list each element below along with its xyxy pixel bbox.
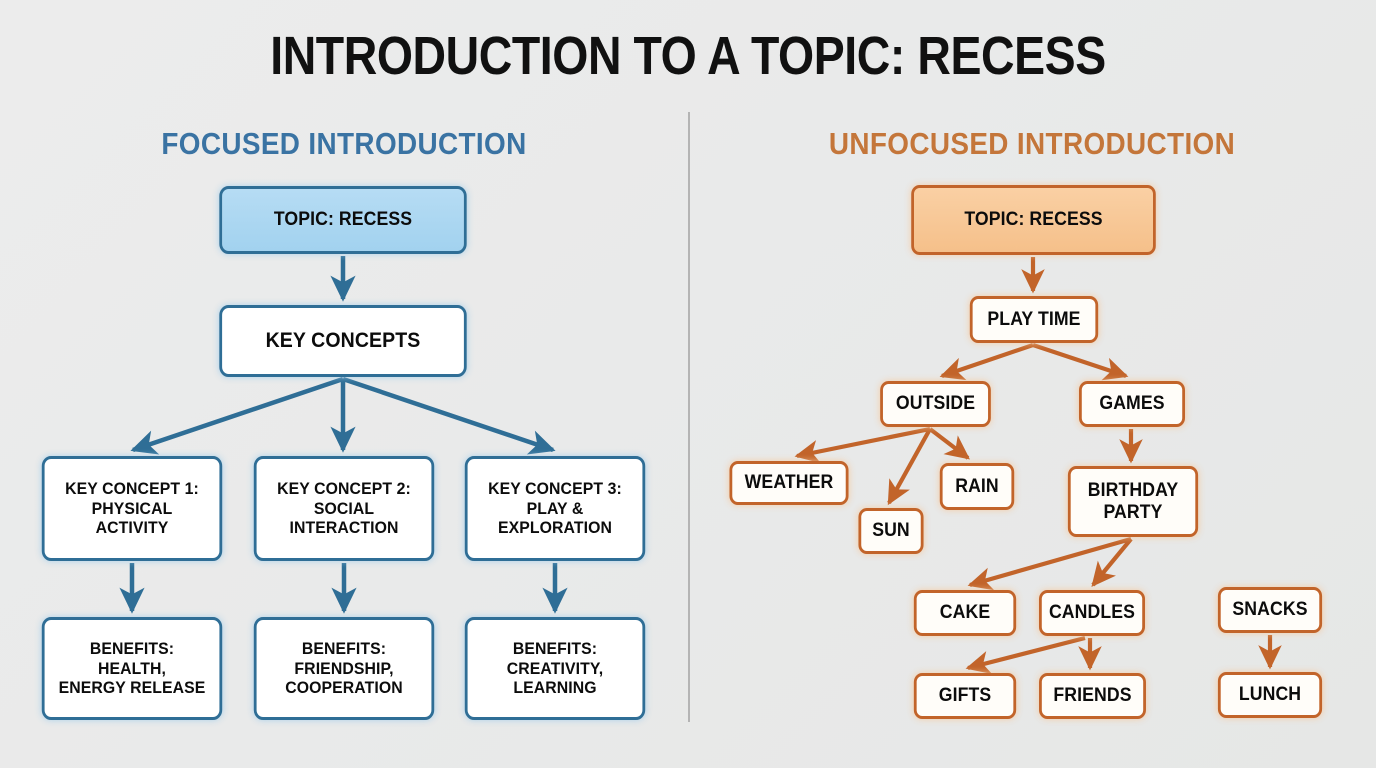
- node-key-concept-2[interactable]: KEY CONCEPT 2: SOCIAL INTERACTION: [253, 456, 435, 561]
- node-sun-label: SUN: [872, 520, 910, 542]
- right-column-header: UNFOCUSED INTRODUCTION: [828, 126, 1236, 161]
- node-benefits-2-label: BENEFITS: FRIENDSHIP, COOPERATION: [285, 639, 403, 698]
- node-play-time[interactable]: PLAY TIME: [969, 296, 1099, 343]
- node-lunch-label: LUNCH: [1238, 684, 1302, 706]
- node-candles-label: CANDLES: [1048, 602, 1136, 624]
- node-benefits-1-label: BENEFITS: HEALTH, ENERGY RELEASE: [58, 639, 206, 698]
- node-rain[interactable]: RAIN: [939, 463, 1015, 510]
- node-play-time-label: PLAY TIME: [987, 308, 1081, 330]
- node-benefits-1[interactable]: BENEFITS: HEALTH, ENERGY RELEASE: [41, 617, 223, 720]
- node-left-topic[interactable]: TOPIC: RECESS: [219, 186, 467, 254]
- node-cake[interactable]: CAKE: [913, 590, 1017, 636]
- node-key-concept-3-label: KEY CONCEPT 3: PLAY & EXPLORATION: [488, 479, 622, 538]
- node-rain-label: RAIN: [955, 475, 999, 497]
- node-birthday-party[interactable]: BIRTHDAY PARTY: [1067, 466, 1199, 537]
- node-weather-label: WEATHER: [744, 472, 834, 494]
- node-key-concept-3[interactable]: KEY CONCEPT 3: PLAY & EXPLORATION: [464, 456, 646, 561]
- node-gifts-label: GIFTS: [938, 685, 992, 707]
- column-divider: [688, 112, 690, 722]
- node-friends-label: FRIENDS: [1053, 685, 1132, 707]
- page-title: INTRODUCTION TO A TOPIC: RECESS: [270, 26, 1106, 86]
- node-candles[interactable]: CANDLES: [1038, 590, 1146, 636]
- edge-birthdayparty-candles: [1091, 537, 1133, 587]
- node-outside[interactable]: OUTSIDE: [880, 381, 991, 427]
- node-snacks[interactable]: SNACKS: [1217, 587, 1323, 633]
- edge-keyconcepts-concept1: [130, 376, 344, 455]
- node-benefits-3-label: BENEFITS: CREATIVITY, LEARNING: [506, 639, 604, 698]
- node-birthday-party-label: BIRTHDAY PARTY: [1087, 479, 1179, 523]
- node-sun[interactable]: SUN: [858, 508, 924, 554]
- node-snacks-label: SNACKS: [1232, 599, 1308, 621]
- node-weather[interactable]: WEATHER: [729, 461, 849, 505]
- node-left-topic-label: TOPIC: RECESS: [273, 209, 413, 231]
- node-games-label: GAMES: [1099, 393, 1165, 415]
- node-key-concepts[interactable]: KEY CONCEPTS: [219, 305, 467, 377]
- node-lunch[interactable]: LUNCH: [1217, 672, 1323, 718]
- node-right-topic-label: TOPIC: RECESS: [964, 209, 1103, 231]
- node-benefits-2[interactable]: BENEFITS: FRIENDSHIP, COOPERATION: [253, 617, 435, 720]
- edge-birthdayparty-cake: [967, 536, 1132, 591]
- edge-outside-rain: [928, 427, 971, 460]
- edge-playtime-outside: [939, 343, 1034, 381]
- node-key-concept-2-label: KEY CONCEPT 2: SOCIAL INTERACTION: [277, 479, 411, 538]
- edge-candles-gifts: [965, 635, 1086, 674]
- node-key-concept-1[interactable]: KEY CONCEPT 1: PHYSICAL ACTIVITY: [41, 456, 223, 561]
- node-gifts[interactable]: GIFTS: [913, 673, 1017, 719]
- node-games[interactable]: GAMES: [1078, 381, 1186, 427]
- edge-outside-sun: [887, 427, 932, 506]
- node-key-concepts-label: KEY CONCEPTS: [265, 329, 421, 353]
- node-key-concept-1-label: KEY CONCEPT 1: PHYSICAL ACTIVITY: [65, 479, 199, 538]
- edge-keyconcepts-concept3: [342, 376, 556, 455]
- node-outside-label: OUTSIDE: [895, 393, 976, 415]
- node-cake-label: CAKE: [939, 602, 991, 624]
- edge-outside-weather: [794, 426, 931, 464]
- left-column-header: FOCUSED INTRODUCTION: [161, 126, 527, 161]
- edge-playtime-games: [1032, 343, 1129, 381]
- node-friends[interactable]: FRIENDS: [1039, 673, 1146, 719]
- node-benefits-3[interactable]: BENEFITS: CREATIVITY, LEARNING: [464, 617, 646, 720]
- node-right-topic[interactable]: TOPIC: RECESS: [911, 185, 1156, 255]
